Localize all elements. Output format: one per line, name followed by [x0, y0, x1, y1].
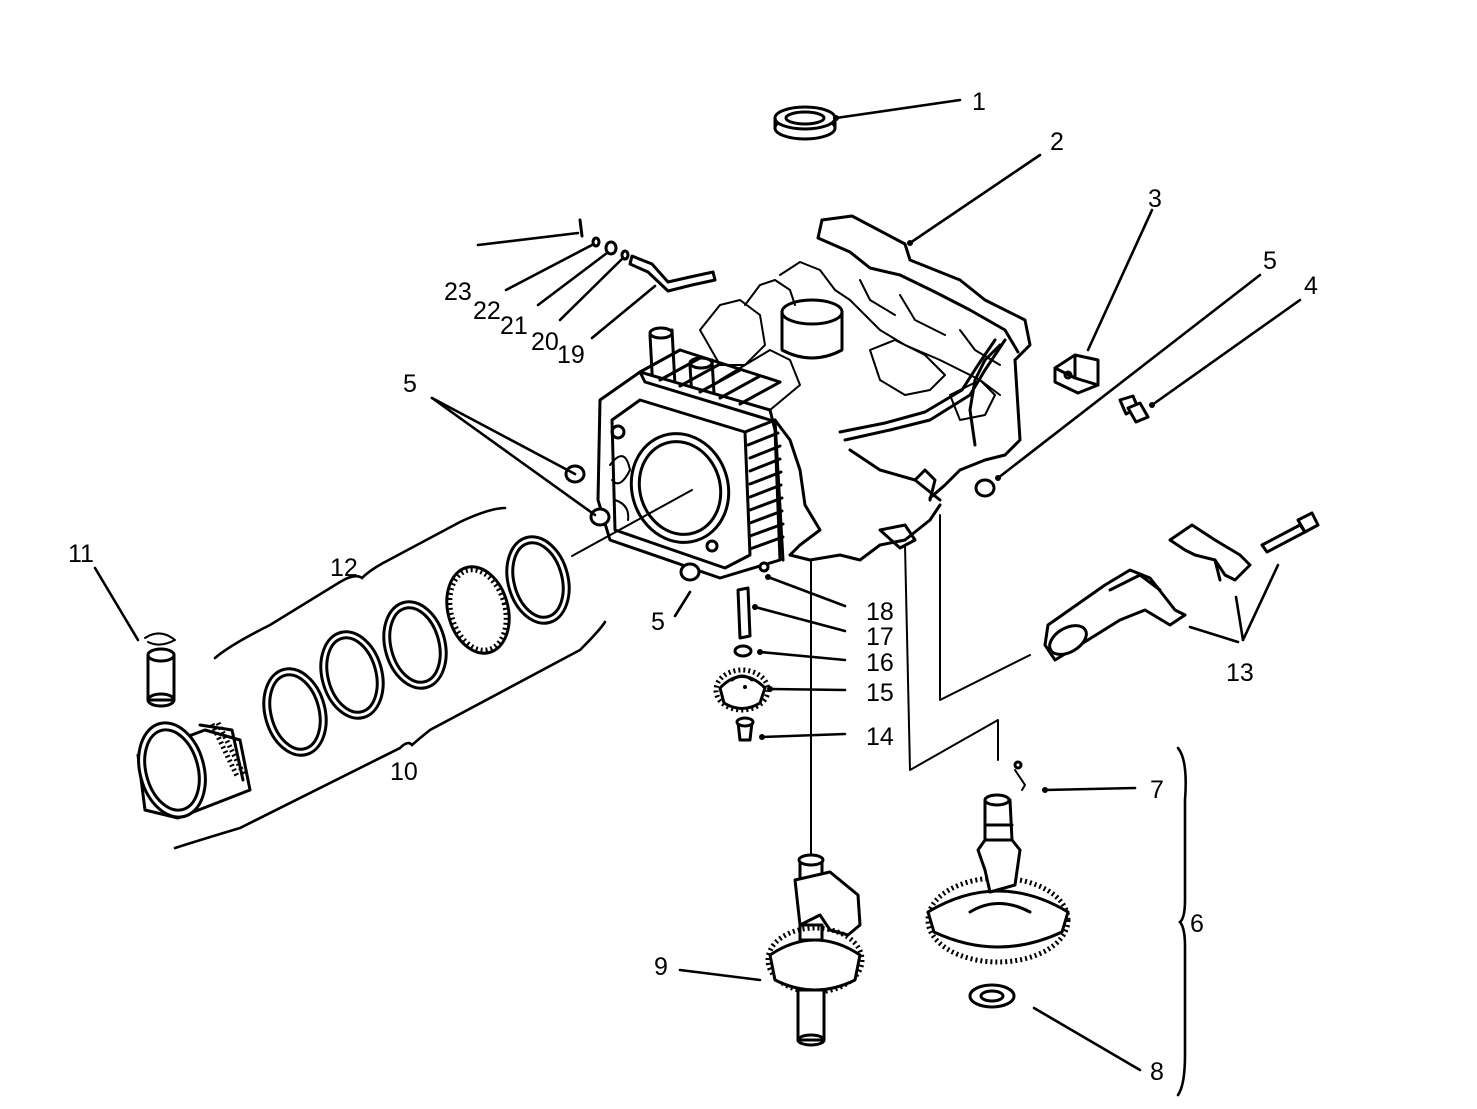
- piston-ring-icon: [262, 535, 571, 757]
- callout-20: 20: [531, 328, 559, 356]
- callout-1: 1: [972, 88, 986, 116]
- callout-14: 14: [866, 723, 894, 751]
- piston-icon: [136, 721, 252, 820]
- bracket-icon: [1053, 353, 1100, 395]
- washer-icon: [968, 983, 1016, 1009]
- gear-icon: [713, 667, 771, 713]
- callout-22: 22: [473, 297, 501, 325]
- callouts: 1 2 3 5 4 5 5 23 22 21 20 19 11 12 10 18…: [68, 88, 1318, 1086]
- callout-5-left: 5: [403, 370, 417, 398]
- governor-gear-icon: [733, 561, 770, 658]
- callout-9: 9: [654, 953, 668, 981]
- callout-19: 19: [557, 341, 585, 369]
- callout-13: 13: [1226, 659, 1254, 687]
- callout-12: 12: [330, 554, 358, 582]
- callout-11: 11: [68, 540, 94, 568]
- callout-8: 8: [1150, 1058, 1164, 1086]
- callout-4: 4: [1304, 272, 1318, 300]
- crankshaft-icon: [765, 559, 865, 1047]
- connecting-rod-icon: [1043, 511, 1320, 662]
- piston-pin-icon: [144, 632, 176, 708]
- callout-18: 18: [866, 598, 894, 626]
- camshaft-icon: [925, 760, 1071, 965]
- dowel-pin-icon: [564, 464, 996, 582]
- oil-seal-icon: [773, 105, 837, 141]
- callout-2: 2: [1050, 128, 1064, 156]
- callout-3: 3: [1148, 185, 1162, 213]
- assembly-lines: [904, 514, 1031, 771]
- callout-5-right: 5: [1263, 247, 1277, 275]
- gear-pin-icon: [735, 716, 755, 742]
- callout-5-bottom: 5: [651, 608, 665, 636]
- callout-21: 21: [500, 312, 528, 340]
- callout-16: 16: [866, 649, 894, 677]
- callout-23: 23: [444, 278, 472, 306]
- governor-shaft-icon: [578, 218, 717, 293]
- callout-17: 17: [866, 623, 894, 651]
- callout-10: 10: [390, 758, 418, 786]
- leader-lines: [93, 98, 1302, 1097]
- callout-6: 6: [1190, 910, 1204, 938]
- callout-15: 15: [866, 679, 894, 707]
- callout-7: 7: [1150, 776, 1164, 804]
- crankcase-icon: [571, 214, 1032, 580]
- bolt-icon: [1118, 394, 1150, 424]
